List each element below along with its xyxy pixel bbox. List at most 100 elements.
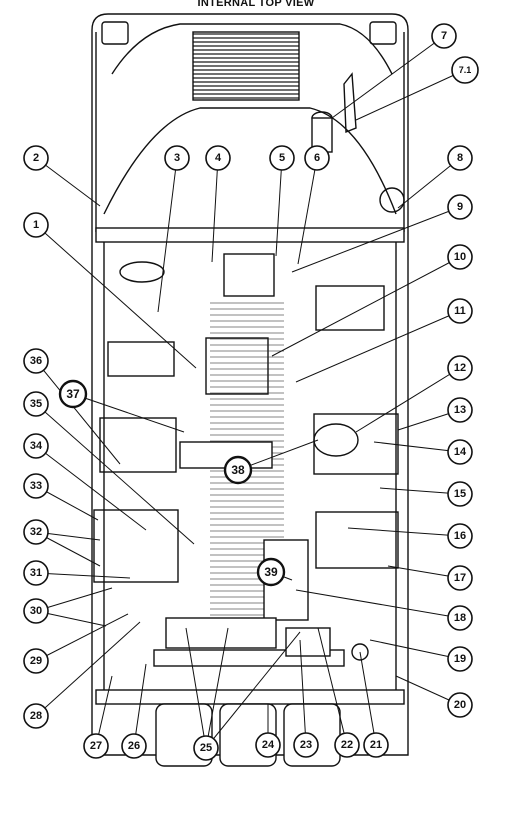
callout-34: 34 bbox=[23, 433, 49, 459]
callout-6: 6 bbox=[304, 145, 330, 171]
callout-6-label: 6 bbox=[314, 152, 320, 164]
callout-7-1: 7.1 bbox=[451, 56, 479, 84]
callout-18: 18 bbox=[447, 605, 473, 631]
callout-2: 2 bbox=[23, 145, 49, 171]
leader-18 bbox=[295, 589, 461, 619]
leader-8 bbox=[397, 157, 461, 209]
top-grille bbox=[192, 31, 300, 101]
callout-15-label: 15 bbox=[454, 488, 466, 500]
leader-16 bbox=[347, 527, 461, 537]
callout-33-label: 33 bbox=[30, 480, 42, 492]
coiled-cable bbox=[313, 423, 359, 457]
leader-9 bbox=[291, 206, 461, 273]
leader-3 bbox=[157, 157, 178, 313]
callout-3-label: 3 bbox=[174, 152, 180, 164]
callout-24-label: 24 bbox=[262, 739, 275, 751]
callout-34-label: 34 bbox=[30, 440, 43, 452]
callout-7-label: 7 bbox=[441, 30, 447, 42]
callout-2-label: 2 bbox=[33, 152, 39, 164]
callout-16-label: 16 bbox=[454, 530, 466, 542]
callout-3: 3 bbox=[164, 145, 190, 171]
callout-15: 15 bbox=[447, 481, 473, 507]
figure-title: INTERNAL TOP VIEW bbox=[197, 0, 315, 9]
driver-seat bbox=[107, 341, 175, 377]
callout-19-label: 19 bbox=[454, 653, 466, 665]
rear-left-rack bbox=[93, 509, 179, 583]
callout-28-label: 28 bbox=[30, 710, 42, 722]
leader-26 bbox=[133, 663, 147, 747]
callout-4: 4 bbox=[205, 145, 231, 171]
center-console bbox=[223, 253, 275, 297]
callout-9: 9 bbox=[447, 194, 473, 220]
corner-bracket-left bbox=[101, 21, 129, 45]
callout-29: 29 bbox=[23, 648, 49, 674]
leader-5 bbox=[275, 157, 283, 257]
callout-31-label: 31 bbox=[30, 567, 42, 579]
leader-19 bbox=[369, 639, 461, 660]
callout-39: 39 bbox=[256, 557, 286, 587]
callout-11: 11 bbox=[447, 298, 473, 324]
cab-crossbar bbox=[95, 227, 405, 243]
callout-5: 5 bbox=[269, 145, 295, 171]
leader-22 bbox=[317, 627, 348, 746]
leader-15 bbox=[379, 487, 461, 495]
vehicle-body-drawing bbox=[91, 13, 409, 767]
steering-wheel bbox=[119, 261, 165, 283]
right-stowage-box bbox=[313, 413, 399, 475]
leader-lines bbox=[35, 35, 466, 749]
callout-39-label: 39 bbox=[264, 565, 278, 579]
callout-33: 33 bbox=[23, 473, 49, 499]
callout-31: 31 bbox=[23, 560, 49, 586]
corner-bracket-right bbox=[369, 21, 397, 45]
callout-bubbles: 1 2 3 4 5 6 7 7.1 8 9 10 11 12 13 14 15 … bbox=[23, 23, 479, 761]
leader-23 bbox=[299, 639, 307, 746]
leader-12 bbox=[355, 367, 461, 433]
leader-38 bbox=[237, 439, 319, 471]
callout-38: 38 bbox=[223, 455, 253, 485]
callout-36: 36 bbox=[23, 348, 49, 374]
callout-4-label: 4 bbox=[215, 152, 222, 164]
leader-25c bbox=[205, 631, 301, 749]
leader-2 bbox=[35, 157, 101, 207]
leader-7 bbox=[331, 35, 445, 119]
callout-10: 10 bbox=[447, 244, 473, 270]
leader-21 bbox=[359, 651, 377, 746]
callout-35-label: 35 bbox=[30, 398, 42, 410]
cab-rear-curve bbox=[103, 107, 397, 215]
leader-34 bbox=[35, 445, 147, 531]
callout-35: 35 bbox=[23, 391, 49, 417]
callout-27: 27 bbox=[83, 733, 109, 759]
callout-21: 21 bbox=[363, 732, 389, 758]
leader-7-1 bbox=[355, 69, 466, 121]
leader-29 bbox=[35, 613, 129, 662]
callout-5-label: 5 bbox=[279, 152, 285, 164]
callout-17-label: 17 bbox=[454, 572, 466, 584]
callout-1: 1 bbox=[23, 212, 49, 238]
rear-items-22-23 bbox=[285, 627, 331, 657]
passenger-seat bbox=[315, 285, 385, 331]
callout-7: 7 bbox=[431, 23, 457, 49]
leader-1 bbox=[35, 224, 197, 369]
callout-20: 20 bbox=[447, 692, 473, 718]
leader-10 bbox=[271, 256, 461, 357]
callout-13: 13 bbox=[447, 397, 473, 423]
callout-30: 30 bbox=[23, 598, 49, 624]
leader-28 bbox=[35, 621, 141, 717]
leader-35 bbox=[35, 403, 195, 545]
callout-14: 14 bbox=[447, 439, 473, 465]
callout-22: 22 bbox=[334, 732, 360, 758]
left-stowage-box bbox=[99, 417, 177, 473]
rear-rack-25 bbox=[165, 617, 277, 649]
callout-16: 16 bbox=[447, 523, 473, 549]
callout-30-label: 30 bbox=[30, 605, 42, 617]
callout-20-label: 20 bbox=[454, 699, 466, 711]
callout-32: 32 bbox=[23, 519, 49, 545]
callout-14-label: 14 bbox=[454, 446, 467, 458]
callout-19: 19 bbox=[447, 646, 473, 672]
callout-22-label: 22 bbox=[341, 739, 353, 751]
callout-32-label: 32 bbox=[30, 526, 42, 538]
leader-36 bbox=[35, 360, 121, 465]
callout-7-1-label: 7.1 bbox=[459, 65, 472, 75]
rear-right-rack bbox=[315, 511, 399, 569]
